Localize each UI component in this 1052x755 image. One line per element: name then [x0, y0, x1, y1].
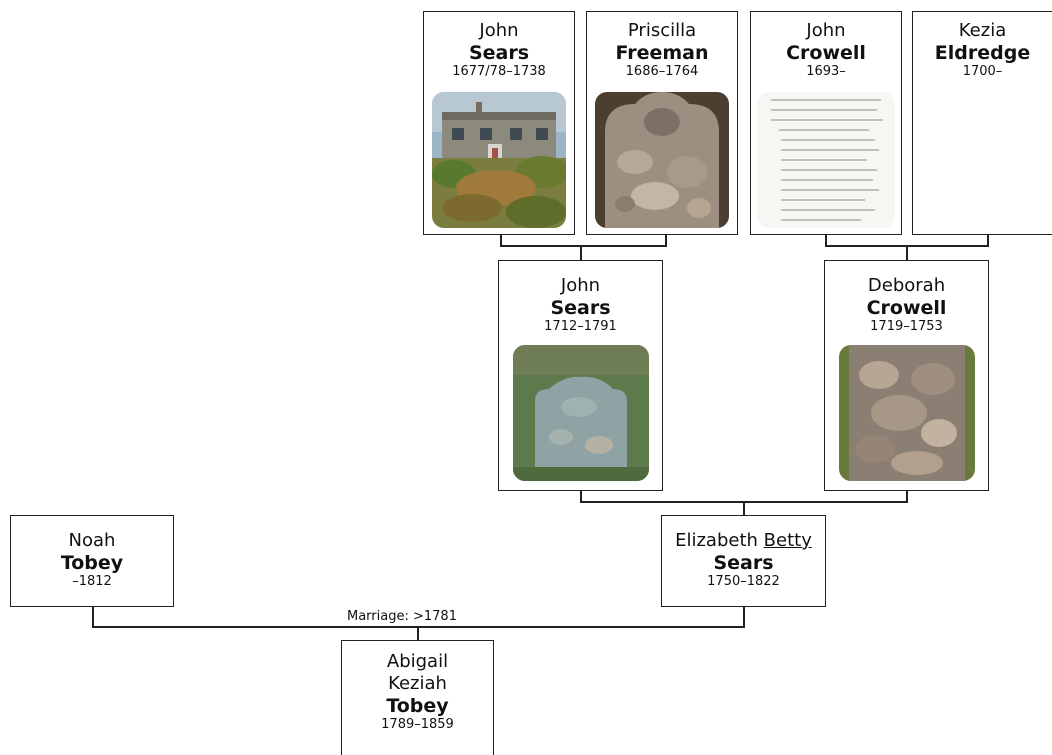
surname: Eldredge [934, 42, 1031, 64]
marriage-label: Marriage: >1781 [345, 609, 459, 625]
surname: Freeman [615, 42, 709, 64]
given-name: Abigail [386, 651, 449, 672]
given-name: Priscilla [627, 20, 697, 41]
connector-line [500, 234, 502, 246]
gravestone-photo[interactable] [595, 92, 729, 228]
connector-line [906, 490, 908, 502]
surname: Tobey [60, 552, 124, 574]
given-name: Deborah [867, 275, 946, 296]
life-dates: 1677/78–1738 [452, 64, 546, 79]
person-card-kezia-eldredge[interactable]: Kezia Eldredge 1700– [912, 11, 1052, 235]
surname: Sears [713, 552, 774, 574]
given-name: Keziah [388, 673, 447, 694]
person-card-john-sears-1677[interactable]: John Sears 1677/78–1738 [423, 11, 575, 235]
person-card-deborah-crowell[interactable]: Deborah Crowell 1719–1753 [824, 260, 989, 491]
given-name: Noah [68, 530, 116, 551]
given-name: John [479, 20, 519, 41]
life-dates: 1686–1764 [625, 64, 699, 79]
document-photo[interactable] [757, 92, 895, 228]
surname: Crowell [786, 42, 866, 64]
connector-line [417, 626, 419, 640]
given-name: Elizabeth Betty [662, 530, 825, 552]
given-name: Kezia [958, 20, 1007, 41]
connector-line [906, 245, 908, 261]
nickname-link[interactable]: Betty [763, 530, 812, 551]
life-dates: 1712–1791 [544, 319, 617, 334]
connector-line [580, 245, 582, 261]
connector-line [92, 606, 94, 627]
connector-line [987, 234, 989, 246]
gravestone-photo[interactable] [839, 345, 975, 481]
surname: Sears [550, 297, 611, 319]
person-card-abigail-tobey[interactable]: Abigail Keziah Tobey 1789–1859 [341, 640, 494, 755]
person-card-priscilla-freeman[interactable]: Priscilla Freeman 1686–1764 [586, 11, 738, 235]
house-photo[interactable] [432, 92, 566, 228]
life-dates: 1693– [806, 64, 846, 79]
given-name: John [806, 20, 846, 41]
life-dates: 1789–1859 [381, 717, 454, 732]
connector-line [825, 234, 827, 246]
given-name: John [560, 275, 601, 296]
connector-line [743, 606, 745, 627]
given-first-name: Elizabeth [675, 530, 758, 551]
person-card-noah-tobey[interactable]: Noah Tobey –1812 [10, 515, 174, 607]
person-card-john-crowell[interactable]: John Crowell 1693– [750, 11, 902, 235]
connector-line [500, 245, 667, 247]
surname: Tobey [386, 695, 449, 717]
life-dates: 1700– [962, 64, 1003, 79]
person-card-john-sears-1712[interactable]: John Sears 1712–1791 [498, 260, 663, 491]
gravestone-photo[interactable] [513, 345, 649, 481]
life-dates: –1812 [72, 574, 112, 589]
life-dates: 1750–1822 [707, 574, 780, 589]
life-dates: 1719–1753 [870, 319, 943, 334]
connector-line [743, 501, 745, 515]
person-card-elizabeth-sears[interactable]: Elizabeth Betty Sears 1750–1822 [661, 515, 826, 607]
surname: Sears [468, 42, 530, 64]
connector-line [665, 234, 667, 246]
surname: Crowell [866, 297, 947, 319]
connector-line [580, 490, 582, 502]
